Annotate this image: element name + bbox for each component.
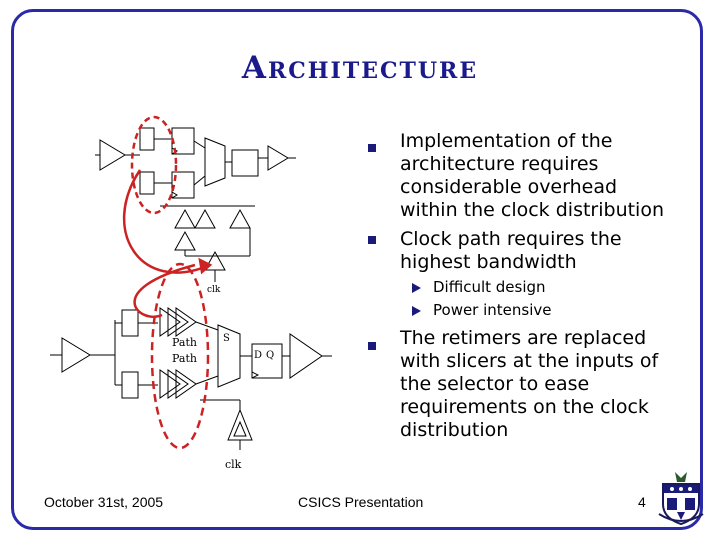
top-input-buffer-icon <box>99 139 126 171</box>
footer-date: October 31st, 2005 <box>44 494 164 510</box>
slide-frame <box>11 9 703 530</box>
bullet-2-line-1: Clock path requires the <box>400 228 622 250</box>
sub-bullet-marker-1 <box>412 283 421 293</box>
bullet-1-line-3: considerable overhead <box>400 176 618 198</box>
top-output-flipflop <box>231 149 259 177</box>
bullet-3-line-5: distribution <box>400 419 509 441</box>
bullet-1-line-2: architecture requires <box>400 153 599 175</box>
latch-q-label: Q <box>266 350 274 361</box>
sub-bullet-1: Difficult design <box>433 278 546 296</box>
path-label-bottom: Path <box>172 352 197 365</box>
bottom-highlight-ellipse <box>150 262 210 450</box>
bullet-1-line-4: within the clock distribution <box>400 199 665 221</box>
slide-title: Architecture <box>241 50 479 86</box>
latch-d-label: D <box>254 350 262 361</box>
bullet-marker-1 <box>368 144 376 152</box>
bullet-3-line-2: with slicers at the inputs of <box>400 350 659 372</box>
bottom-clk-label: clk <box>225 458 242 471</box>
bottom-output-buffer-icon <box>289 333 323 379</box>
sub-bullet-marker-2 <box>412 306 421 316</box>
footer-page-number: 4 <box>638 494 646 510</box>
top-highlight-ellipse <box>130 115 178 215</box>
bottom-mux <box>217 324 241 388</box>
circuit-diagram: clk clk Path Path D Q S <box>50 115 332 471</box>
bullet-3-line-1: The retimers are replaced <box>400 327 647 349</box>
bullet-3-line-3: the selector to ease <box>400 373 590 395</box>
top-clk-label: clk <box>207 285 221 295</box>
university-crest-icon <box>658 472 704 526</box>
bullet-3-line-4: requirements on the clock <box>400 396 649 418</box>
mux-select-label: S <box>223 333 230 344</box>
highlight-arrowhead-icon <box>198 257 213 275</box>
bottom-input-buffer-icon <box>61 337 91 373</box>
footer-presentation: CSICS Presentation <box>298 494 424 510</box>
top-mux <box>204 137 226 187</box>
highlight-annotations <box>122 115 213 450</box>
highlight-arrow-curve <box>122 169 211 274</box>
bullet-2-line-2: highest bandwidth <box>400 251 577 273</box>
bullet-marker-2 <box>368 236 376 244</box>
top-output-buffer-icon <box>267 145 289 171</box>
path-label-top: Path <box>172 336 197 349</box>
sub-bullet-2: Power intensive <box>433 301 552 319</box>
bottom-output-latch <box>251 343 283 379</box>
bullet-1-line-1: Implementation of the <box>400 130 613 152</box>
bullet-marker-3 <box>368 342 376 350</box>
